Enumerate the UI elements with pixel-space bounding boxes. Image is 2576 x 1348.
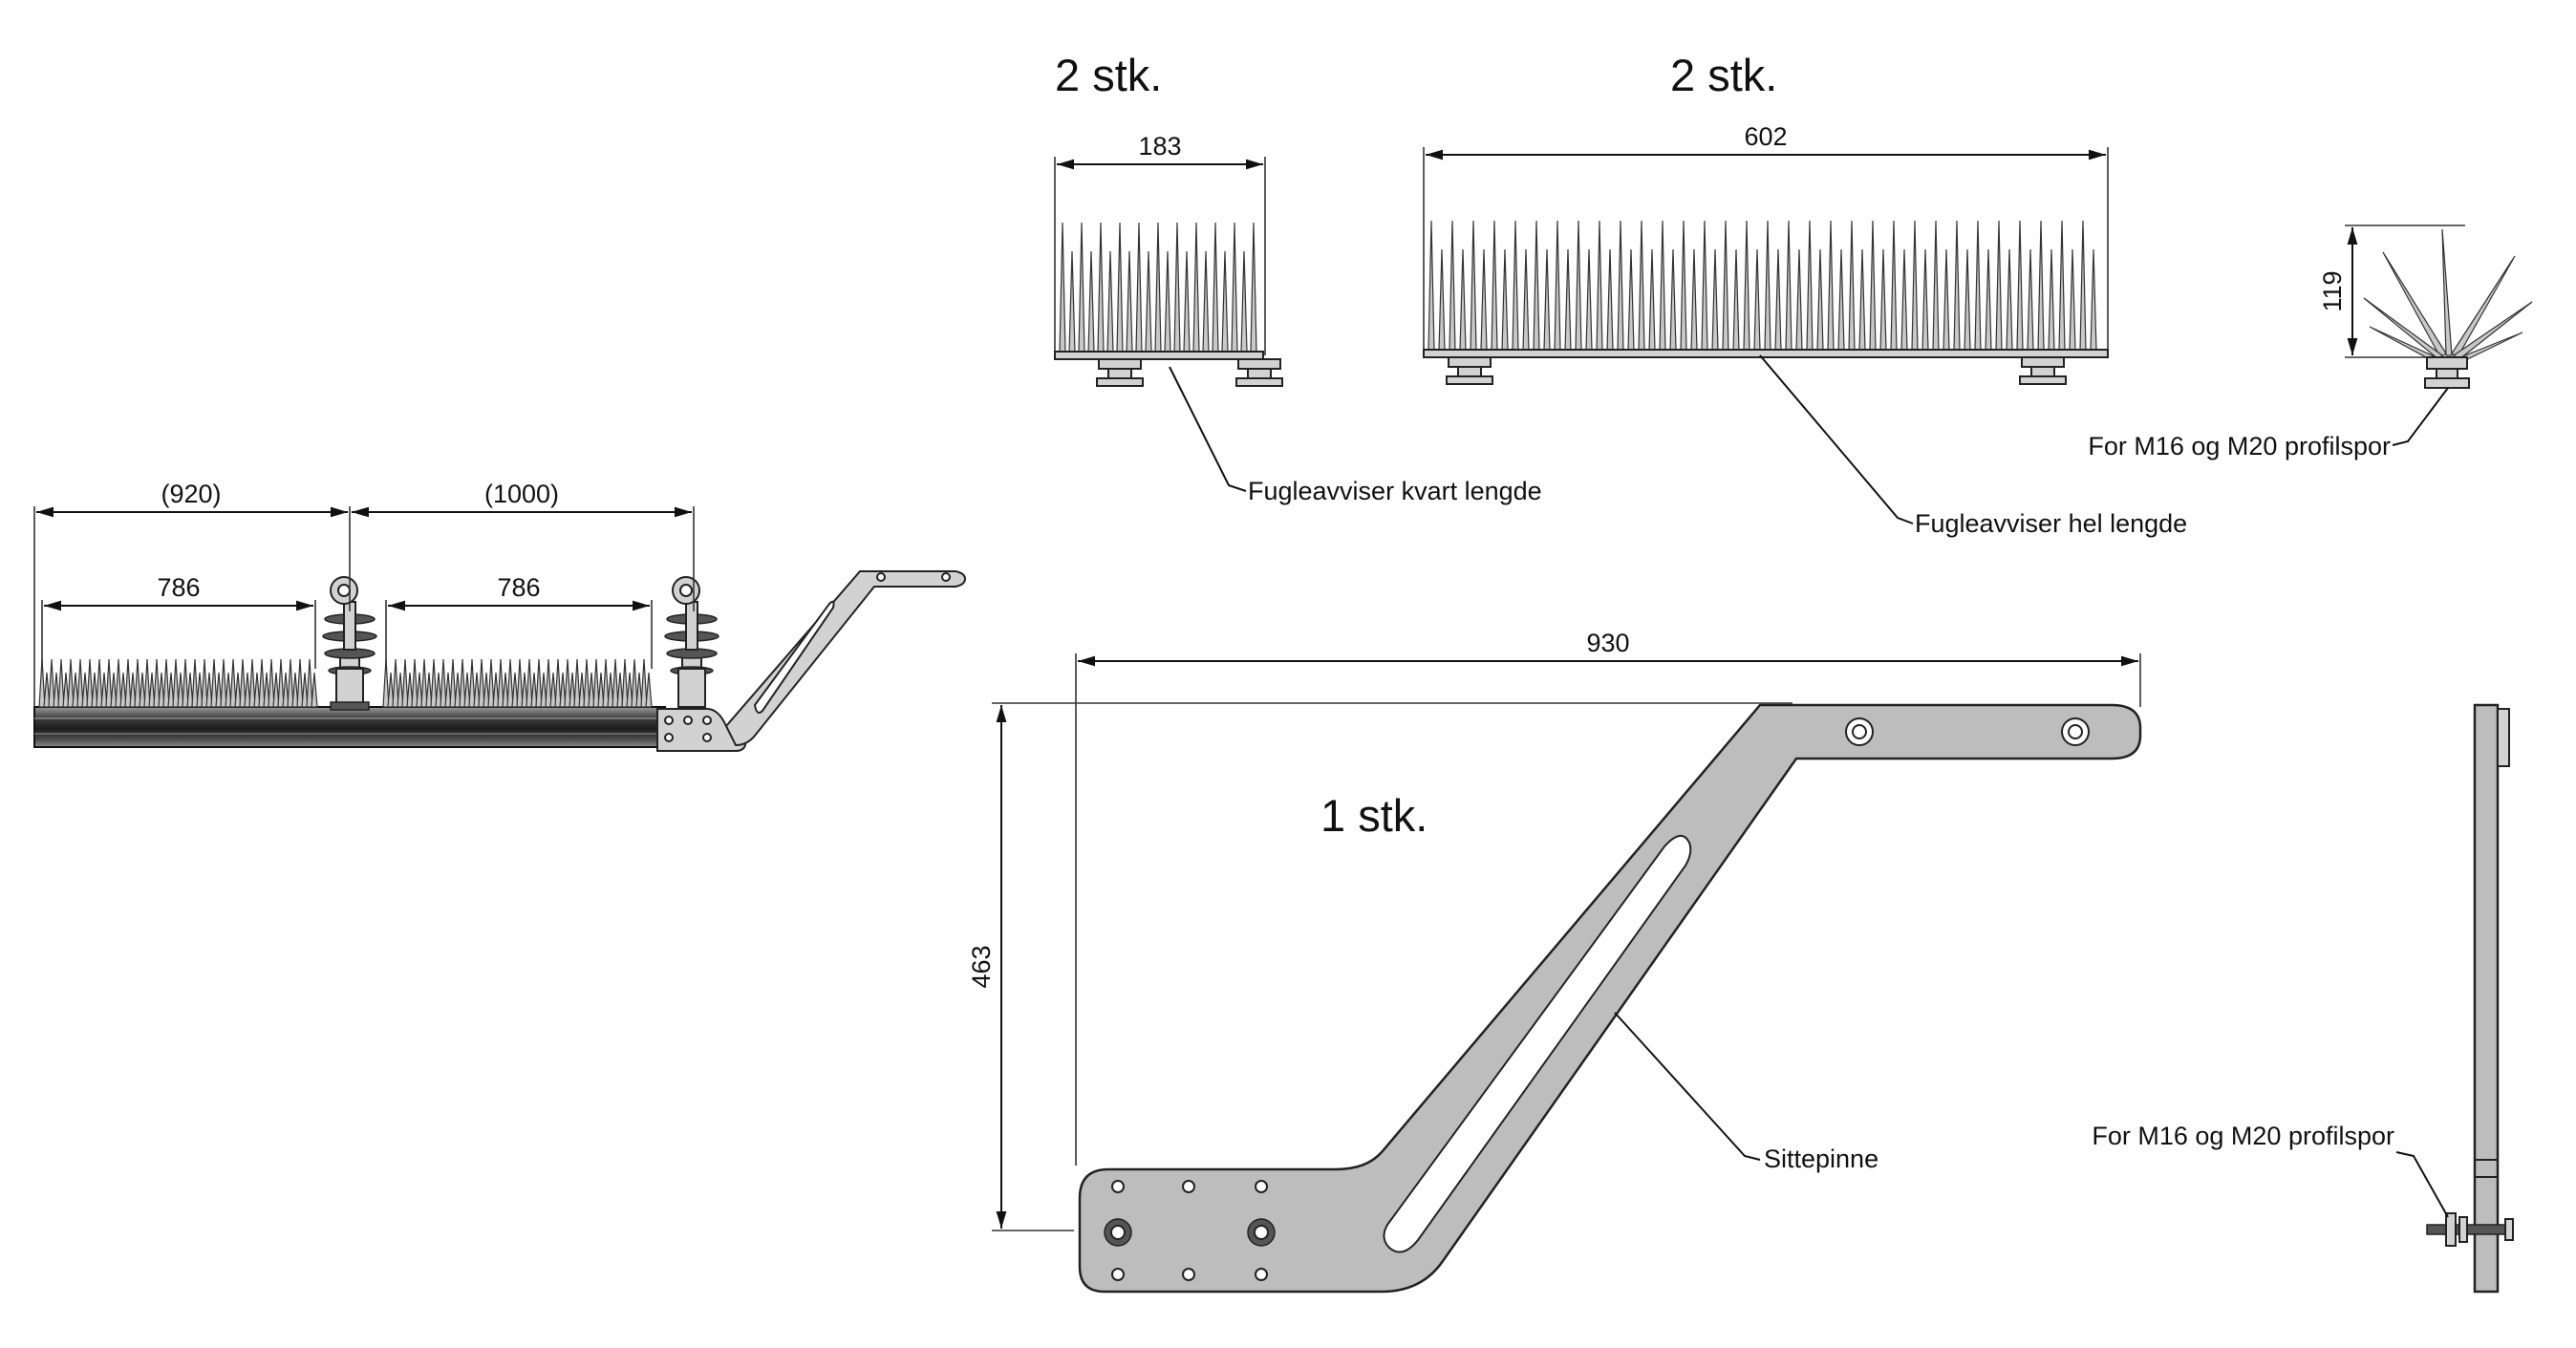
qty-long-spike: 2 stk. [1670,50,1777,100]
dim-long-spike-length: 602 [1744,122,1787,151]
perch-plate [1078,703,2142,1294]
profile-rail [33,706,666,748]
perch-slot [1383,835,1692,1253]
dim-assembly-left-span: (920) [161,480,221,508]
perch-bolt-holes [1104,717,2090,1281]
insulator-right [664,576,719,708]
qty-perch: 1 stk. [1320,790,1428,841]
perch-side-view: For M16 og M20 profilspor [2092,703,2514,1294]
label-short-spike: Fugleavviser kvart lengde [1248,477,1542,505]
assembly-spike-comb-right [382,658,653,708]
dim-assembly-left-spike: 786 [157,573,200,602]
assembly-view: (920) (1000) 786 786 [33,480,967,752]
dim-perch-height: 463 [967,945,996,988]
dim-spike-height: 119 [2318,270,2347,311]
label-spike-profile: For M16 og M20 profilspor [2088,432,2391,460]
perch-view: 1 stk. 930 463 Sittepinne [967,629,2142,1294]
dim-assembly-right-span: (1000) [484,480,559,508]
short-spike-view: 2 stk. 183 Fugleavviser kvart lengde [1054,50,1542,505]
assembly-perch [656,570,967,752]
qty-short-spike: 2 stk. [1055,50,1162,100]
insulator-left [322,576,377,711]
dim-short-spike-length: 183 [1138,132,1181,160]
label-long-spike: Fugleavviser hel lengde [1915,509,2187,538]
label-perch-side: For M16 og M20 profilspor [2092,1122,2394,1150]
label-perch: Sittepinne [1764,1145,1878,1173]
spike-end-view: 119 For M16 og M20 profilspor [2088,225,2533,460]
assembly-spike-comb-left [38,658,318,708]
long-spike-view: 2 stk. 602 Fugleavviser hel lengde [1423,50,2187,538]
dim-perch-length: 930 [1586,629,1629,657]
dim-assembly-right-spike: 786 [497,573,540,602]
